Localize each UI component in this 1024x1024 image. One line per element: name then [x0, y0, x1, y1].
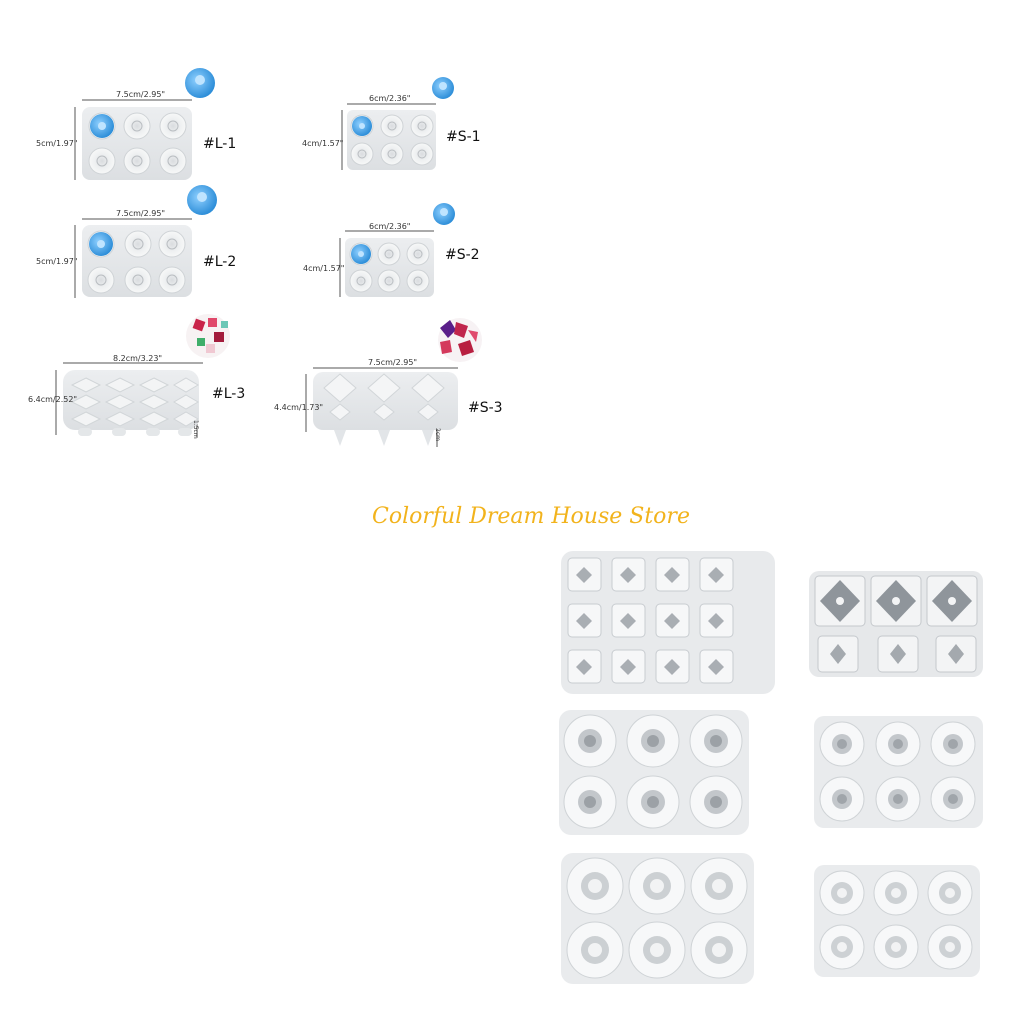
S3-height-label: 4.4cm/1.73": [274, 403, 324, 412]
L2-width-label: 7.5cm/2.95": [116, 209, 166, 218]
L1-code-label: #L-1: [203, 136, 237, 152]
L3-width-label: 8.2cm/3.23": [113, 354, 163, 363]
L3-code-label: #L-3: [212, 386, 246, 402]
mold-L3-diagram: [55, 314, 230, 437]
S2-code-label: #S-2: [445, 247, 480, 263]
mold-L2-diagram: [74, 185, 217, 298]
L1-height-label: 5cm/1.97": [36, 139, 78, 148]
S1-width-label: 6cm/2.36": [369, 94, 411, 103]
S3-code-label: #S-3: [468, 400, 503, 416]
mold-L1-diagram: [74, 68, 215, 180]
L3-height-label: 6.4cm/2.52": [28, 395, 78, 404]
mold-S1-diagram: [341, 77, 454, 170]
L3-depth-label: 1.5cm: [192, 420, 199, 439]
S1-code-label: #S-1: [446, 129, 481, 145]
mold-S3-diagram: [305, 318, 482, 447]
mold-photo: [559, 551, 983, 984]
store-name: Colorful Dream House Store: [372, 504, 690, 529]
S2-width-label: 6cm/2.36": [369, 222, 411, 231]
S3-depth-label: 2cm: [434, 428, 441, 441]
L1-width-label: 7.5cm/2.95": [116, 90, 166, 99]
mold-S2-diagram: [339, 203, 455, 297]
S2-height-label: 4cm/1.57": [303, 264, 345, 273]
L2-code-label: #L-2: [203, 254, 237, 270]
S1-height-label: 4cm/1.57": [302, 139, 344, 148]
S3-width-label: 7.5cm/2.95": [368, 358, 418, 367]
L2-height-label: 5cm/1.97": [36, 257, 78, 266]
